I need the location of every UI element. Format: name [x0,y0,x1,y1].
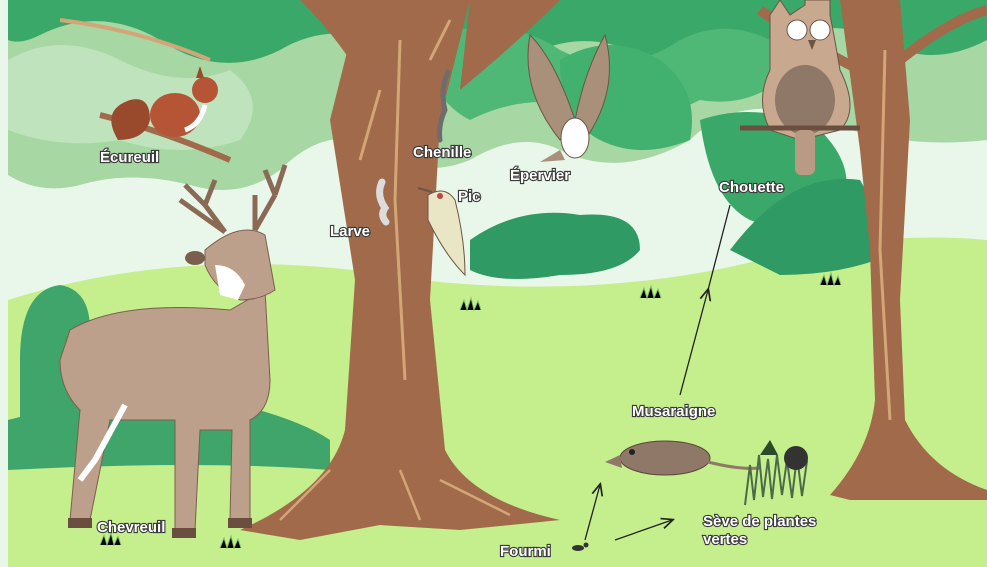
label-sap-line2: vertes [703,531,747,548]
label-shrew: Musaraigne [632,403,715,420]
label-larva: Larve [330,223,370,240]
label-caterpillar: Chenille [413,144,471,161]
label-woodpecker: Pic [458,188,481,205]
label-ant: Fourmi [500,543,551,560]
label-sap-line1: Sève de plantes [703,513,816,530]
label-sparrowhawk: Épervier [510,167,570,184]
label-owl: Chouette [719,179,784,196]
label-deer: Chevreuil [97,519,165,536]
label-squirrel: Écureuil [100,149,159,166]
